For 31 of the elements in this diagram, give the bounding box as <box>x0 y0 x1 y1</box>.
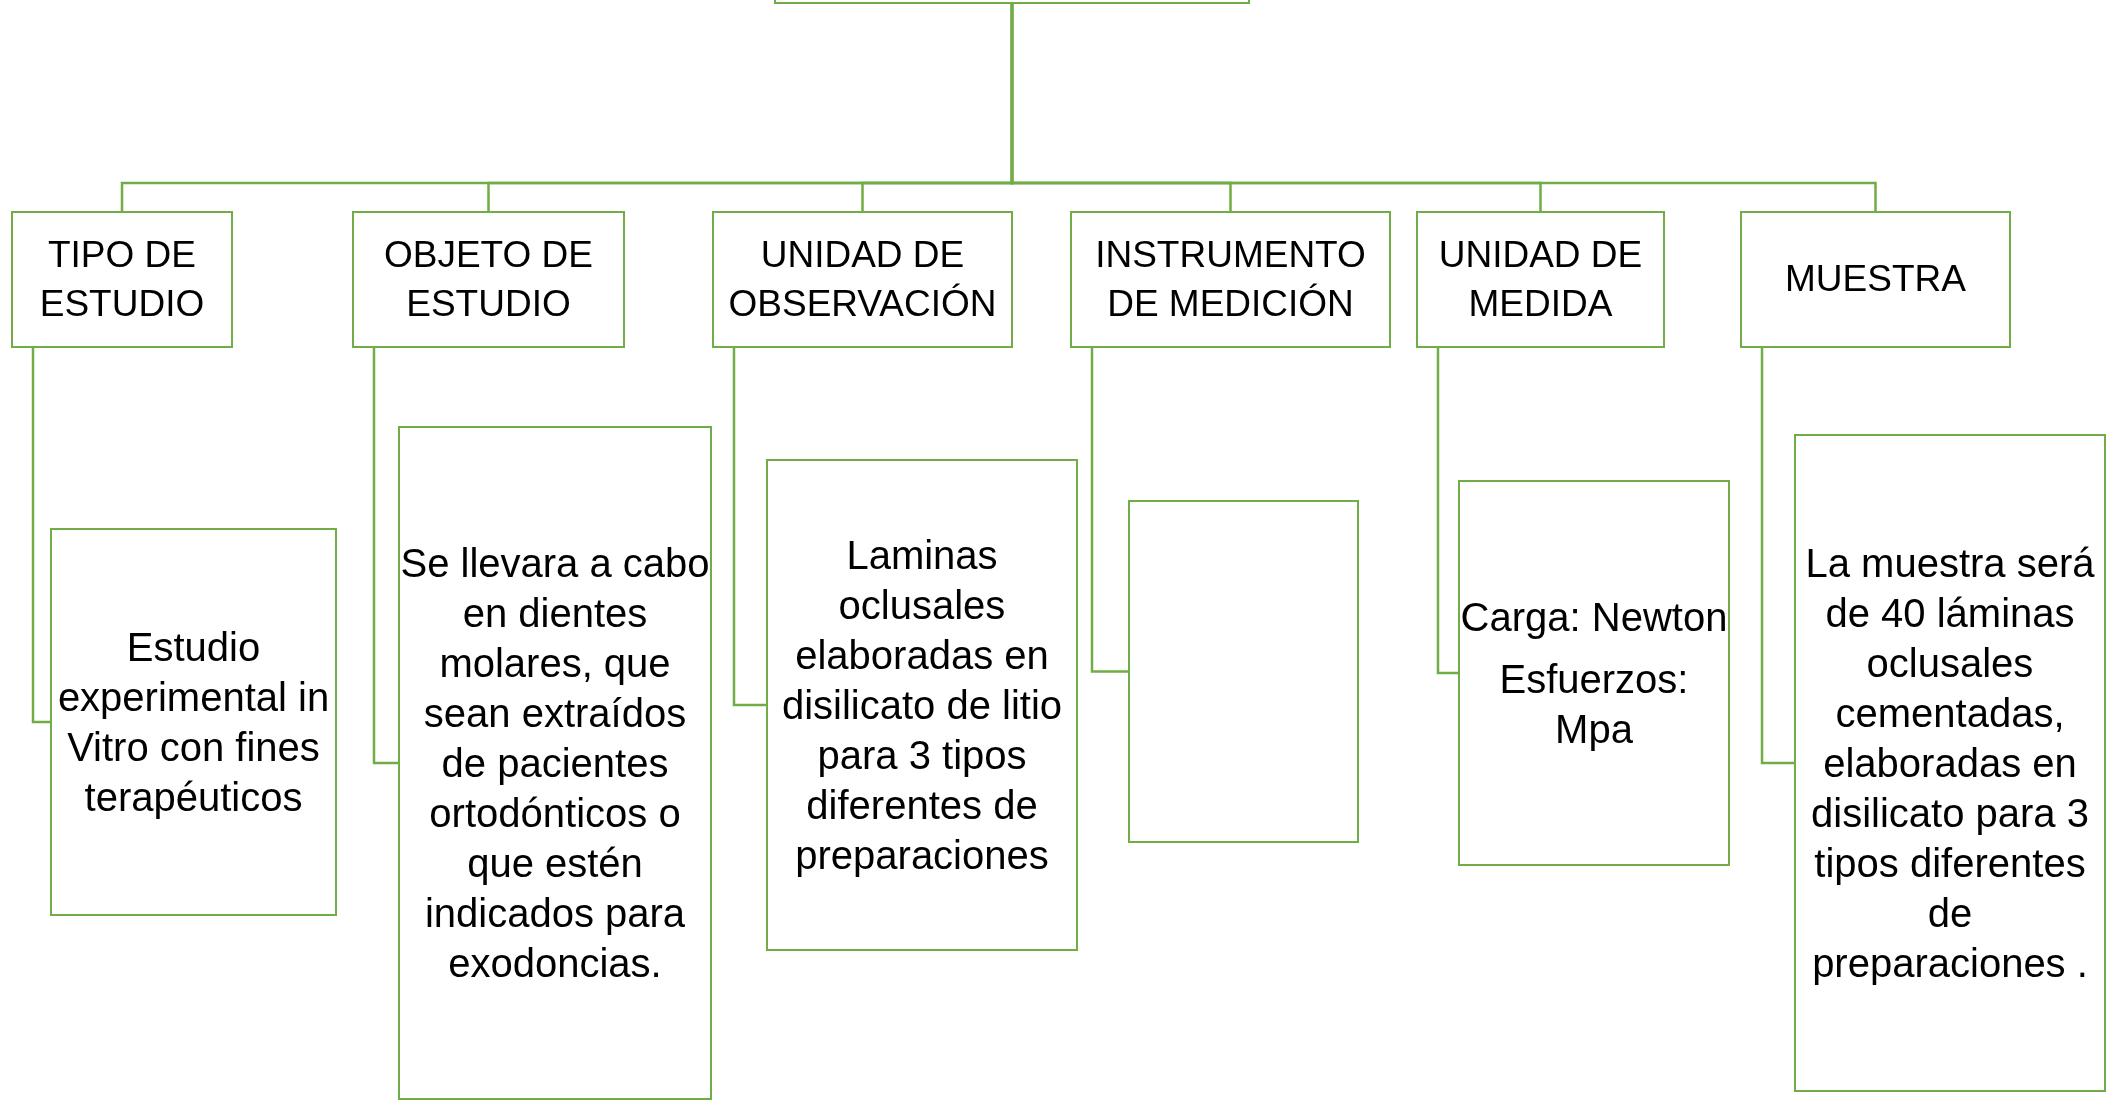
connector-line <box>1010 4 1877 211</box>
content-box <box>1128 500 1359 843</box>
category-label: INSTRUMENTO DE MEDICIÓN <box>1094 233 1367 326</box>
category-box <box>1070 211 1391 348</box>
category-label: UNIDAD DE OBSERVACIÓN <box>727 233 998 326</box>
category-box <box>1740 211 2011 348</box>
connector-line <box>1760 348 1794 765</box>
category-label: TIPO DE ESTUDIO <box>38 233 206 326</box>
description-text: Estudio experimental in Vitro con fines terapéuticos <box>56 624 331 821</box>
description-text: Esfuerzos: Mpa <box>1498 656 1690 753</box>
category-box <box>1416 211 1665 348</box>
description-text: Se llevara a cabo en dientes molares, que sean extraídos de pacientes ortodónticos o que estén indicados para exodoncias. <box>400 540 710 987</box>
category-label: MUESTRA <box>1785 257 1966 302</box>
category-box <box>11 211 233 348</box>
content-box <box>1794 434 2106 1092</box>
category-box <box>712 211 1013 348</box>
content-box <box>1458 480 1730 866</box>
description-text: Laminas oclusales elaboradas en disilicato de litio para 3 tipos diferentes de preparaciones <box>780 532 1064 879</box>
content-box <box>766 459 1078 951</box>
connector-line <box>1090 348 1128 673</box>
category-label: UNIDAD DE MEDIDA <box>1437 233 1644 326</box>
connector-line <box>732 348 766 707</box>
description-text: Carga: Newton <box>1460 594 1728 641</box>
content-box <box>398 426 712 1100</box>
category-label: OBJETO DE ESTUDIO <box>383 233 594 326</box>
content-box <box>50 528 337 916</box>
connector-line <box>1436 348 1458 675</box>
connector-line <box>31 348 50 724</box>
category-box <box>352 211 625 348</box>
connector-line <box>372 348 398 765</box>
description-text: La muestra será de 40 láminas oclusales cementadas, elaboradas en disilicato para 3 tipos diferentes de preparaciones . <box>1804 540 2096 987</box>
